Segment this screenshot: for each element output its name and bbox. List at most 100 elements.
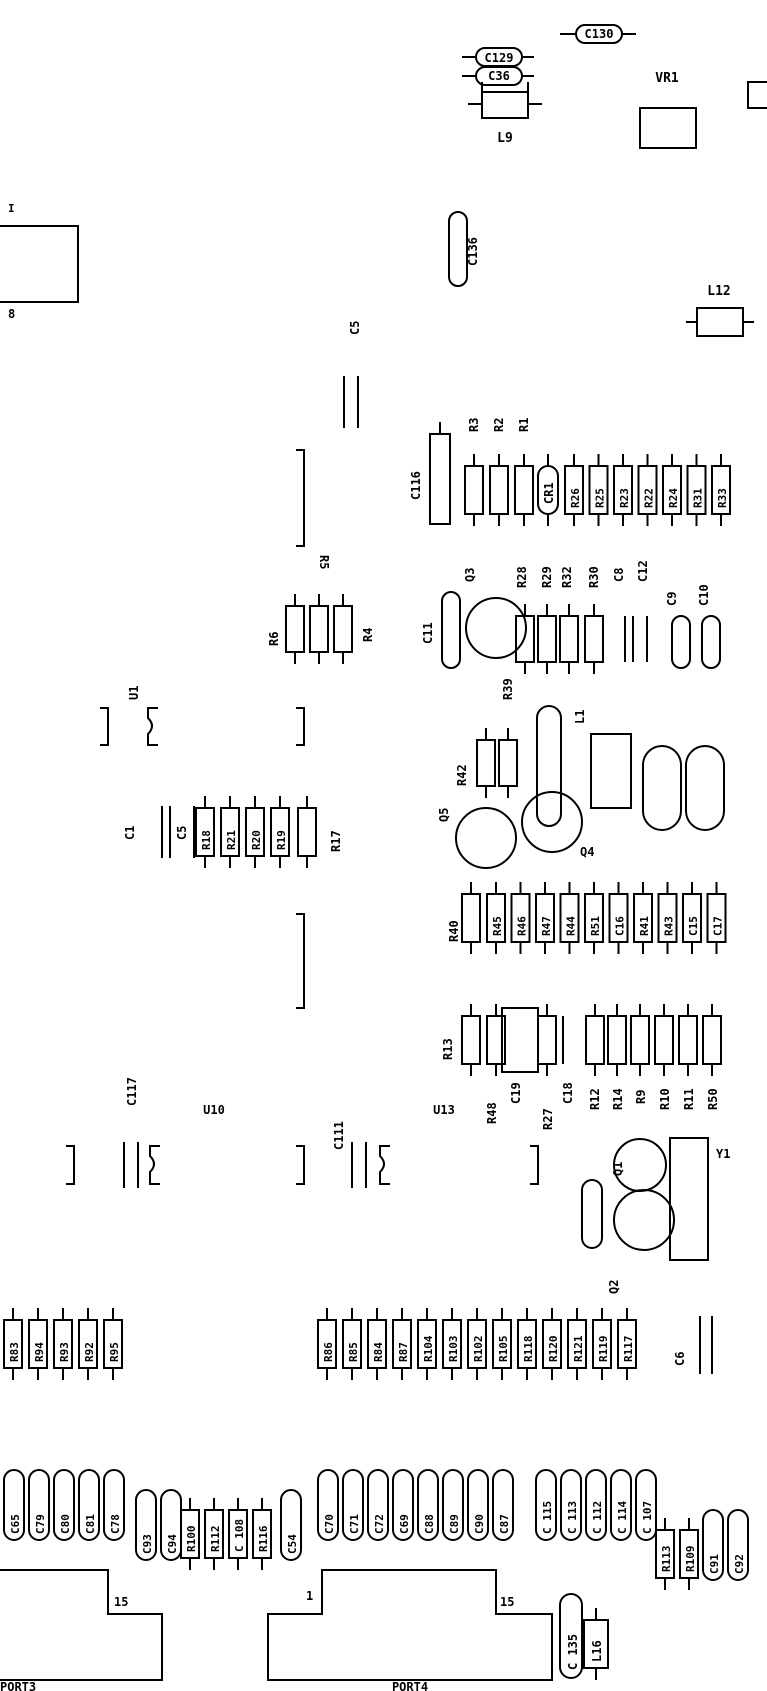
capacitor-c19	[501, 1007, 539, 1073]
crystal-y1: Y1	[669, 1137, 730, 1261]
label-r103: R103	[447, 1336, 460, 1363]
component-c54: C54	[280, 1489, 302, 1561]
c36-label: C36	[488, 69, 510, 83]
q3-label: Q3	[463, 568, 477, 582]
component-c108: C 108	[228, 1498, 248, 1570]
capacitor-c20	[581, 1179, 603, 1249]
component-c70: C70	[317, 1469, 339, 1541]
q4-label: Q4	[580, 845, 594, 859]
resistor-r42-a	[476, 728, 496, 798]
port4-outline	[267, 1569, 553, 1681]
resistor-r12	[585, 1004, 605, 1076]
resistor-r40: R40	[447, 882, 481, 954]
r42-label: R42	[455, 764, 469, 786]
capacitor-c135: C 135	[559, 1593, 583, 1679]
component-c91: C91	[702, 1509, 724, 1581]
label-c78: C78	[109, 1514, 122, 1534]
r2-label: R2	[492, 418, 506, 432]
label-r20: R20	[250, 830, 263, 850]
component-r83: R83	[3, 1308, 23, 1380]
resistor-r3: R3	[464, 418, 484, 526]
transistor-q4: Q4	[521, 791, 594, 859]
component-r103: R103	[442, 1308, 462, 1380]
label-r92: R92	[83, 1342, 96, 1362]
l12-label: L12	[707, 284, 730, 299]
component-c88: C88	[417, 1469, 439, 1541]
label-r102: R102	[472, 1336, 485, 1363]
capacitor-c13	[642, 745, 682, 831]
label-r113: R113	[660, 1546, 673, 1573]
r11-label: R11	[682, 1088, 696, 1110]
c129-label: C129	[485, 51, 514, 65]
label-r86: R86	[322, 1342, 335, 1362]
r14-label: R14	[611, 1088, 625, 1110]
r50-label: R50	[706, 1088, 720, 1110]
label-c92: C92	[733, 1554, 746, 1574]
label-r26: R26	[569, 488, 582, 508]
component-r45: R45	[486, 882, 506, 954]
component-r21: R21	[220, 796, 240, 868]
transistor-q3: Q3	[463, 568, 527, 659]
port4-pin-1: 1	[306, 1589, 313, 1603]
label-c54: C54	[286, 1534, 299, 1554]
r17-label: R17	[329, 830, 343, 852]
chip-outline-top	[296, 449, 305, 547]
component-r84: R84	[367, 1308, 387, 1380]
label-c108: C 108	[233, 1519, 246, 1552]
component-r120: R120	[542, 1308, 562, 1380]
label-r51: R51	[589, 916, 602, 936]
capacitor-c9: C9	[665, 592, 691, 669]
c130-label: C130	[585, 27, 614, 41]
label-c112: C 112	[591, 1501, 604, 1534]
label-r84: R84	[372, 1342, 385, 1362]
label-r119: R119	[597, 1336, 610, 1363]
u10-label: U10	[203, 1103, 225, 1117]
port3-outline	[0, 1569, 163, 1681]
component-c115: C 115	[535, 1469, 557, 1541]
component-r22: R22	[637, 454, 658, 526]
capacitor-row-c93: C93 C94	[135, 1489, 182, 1561]
resistor-r10	[654, 1004, 674, 1076]
label-c72: C72	[373, 1514, 386, 1534]
resistor-r17: R17	[297, 796, 343, 868]
transistor-q1: Q1	[611, 1138, 667, 1192]
component-r85: R85	[342, 1308, 362, 1380]
label-r33: R33	[716, 488, 729, 508]
component-r20: R20	[245, 796, 265, 868]
component-r112: R112	[204, 1498, 224, 1570]
chip-u10-right-edge	[296, 1145, 305, 1185]
component-c81: C81	[78, 1469, 100, 1541]
label-c94: C94	[166, 1534, 179, 1554]
component-r43: R43	[657, 882, 678, 954]
q1-label: Q1	[611, 1162, 625, 1176]
label-r85: R85	[347, 1342, 360, 1362]
connector-pin-tick: I	[8, 202, 15, 215]
c10-label: C10	[697, 584, 711, 606]
r48-label: R48	[485, 1102, 499, 1124]
component-c71: C71	[342, 1469, 364, 1541]
chip-u10-notch	[149, 1145, 160, 1185]
c8-label: C8	[612, 568, 626, 582]
component-r119: R119	[592, 1308, 612, 1380]
r28-label: R28	[515, 566, 529, 588]
c1-label: C1	[123, 826, 137, 840]
capacitor-c36: C36	[462, 66, 534, 86]
label-r45: R45	[491, 916, 504, 936]
label-r117: R117	[622, 1336, 635, 1363]
regulator-vr1	[639, 107, 697, 149]
label-r25: R25	[594, 488, 607, 508]
component-r93: R93	[53, 1308, 73, 1380]
capacitor-c11: C11	[421, 591, 461, 669]
r39-label: R39	[501, 678, 515, 700]
label-r19: R19	[275, 830, 288, 850]
label-c65: C65	[9, 1514, 22, 1534]
label-c87: C87	[498, 1514, 511, 1534]
label-r22: R22	[643, 488, 656, 508]
chip-u13-notch	[379, 1145, 390, 1185]
component-c72: C72	[367, 1469, 389, 1541]
component-r105: R105	[492, 1308, 512, 1380]
r1-label: R1	[517, 418, 531, 432]
label-c93: C93	[141, 1534, 154, 1554]
